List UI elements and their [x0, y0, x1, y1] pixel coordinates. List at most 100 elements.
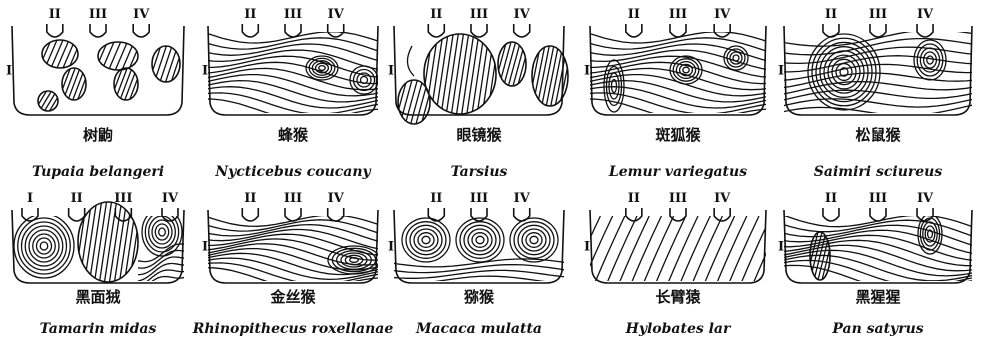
scientific-name: Tupaia belangeri: [32, 164, 164, 180]
digit-label: II: [628, 191, 640, 206]
digit-cusp: [670, 24, 686, 37]
chinese-name: 眼镜猴: [456, 126, 502, 144]
digit-label: III: [470, 7, 488, 22]
scientific-name: Saimiri sciureus: [814, 164, 943, 180]
digit-cusp: [870, 24, 886, 37]
digit-cusp: [285, 208, 301, 221]
scientific-name: Nycticebus coucany: [214, 164, 371, 180]
digit-label: II: [430, 7, 442, 22]
digit-label: II: [825, 191, 837, 206]
digit-label: III: [869, 191, 887, 206]
digit-label: IV: [328, 191, 345, 206]
digit-cusp: [242, 24, 258, 37]
side-label: I: [778, 64, 784, 79]
digit-label: II: [244, 7, 256, 22]
digit-cusp: [133, 24, 149, 37]
side-label: I: [584, 240, 590, 255]
digit-cusp: [514, 208, 530, 221]
digit-label: III: [470, 191, 488, 206]
digit-cusp: [242, 208, 258, 221]
digit-cusp: [22, 208, 38, 221]
digit-cusp: [428, 208, 444, 221]
digit-label: IV: [714, 191, 731, 206]
digit-label: III: [669, 7, 687, 22]
digit-label: III: [89, 7, 107, 22]
scientific-name: Hylobates lar: [625, 321, 732, 337]
digit-cusp: [870, 208, 886, 221]
digit-cusp: [471, 208, 487, 221]
chinese-name: 黑面狨: [75, 288, 120, 306]
chinese-name: 长臂猿: [655, 288, 701, 306]
digit-cusp: [47, 24, 63, 37]
chinese-name: 猕猴: [464, 288, 495, 306]
digit-label: IV: [917, 191, 934, 206]
digit-label: III: [869, 7, 887, 22]
chinese-name: 松鼠猴: [855, 126, 901, 144]
digit-cusp: [714, 24, 730, 37]
side-label: I: [388, 64, 394, 79]
digit-label: II: [430, 191, 442, 206]
digit-cusp: [626, 208, 642, 221]
chinese-name: 树鼩: [83, 126, 113, 144]
side-label: I: [388, 240, 394, 255]
digit-label: IV: [133, 7, 150, 22]
digit-cusp: [823, 208, 839, 221]
digit-label: IV: [162, 191, 179, 206]
digit-label: III: [284, 7, 302, 22]
side-label: I: [202, 240, 208, 255]
digit-cusp: [471, 24, 487, 37]
scientific-name: Tarsius: [451, 164, 508, 180]
chinese-name: 蜂猴: [278, 126, 309, 144]
digit-label: IV: [917, 7, 934, 22]
scientific-name: Lemur variegatus: [608, 164, 747, 180]
digit-label: II: [825, 7, 837, 22]
side-label: I: [584, 64, 590, 79]
digit-cusp: [328, 24, 344, 37]
chinese-name: 金丝猴: [269, 288, 316, 306]
digit-cusp: [626, 24, 642, 37]
side-label: I: [202, 64, 208, 79]
digit-cusp: [917, 208, 933, 221]
digit-label: IV: [514, 191, 531, 206]
chinese-name: 黑猩猩: [855, 288, 900, 306]
digit-cusp: [823, 24, 839, 37]
side-label: I: [778, 240, 784, 255]
digit-cusp: [714, 208, 730, 221]
digit-cusp: [428, 24, 444, 37]
side-label: I: [6, 64, 12, 79]
digit-label: II: [49, 7, 61, 22]
digit-label: IV: [714, 7, 731, 22]
digit-label: II: [244, 191, 256, 206]
digit-label: II: [71, 191, 83, 206]
scientific-name: Macaca mulatta: [415, 321, 542, 337]
digit-cusp: [328, 208, 344, 221]
scientific-name: Rhinopithecus roxellanae: [192, 321, 394, 337]
digit-cusp: [514, 24, 530, 37]
digit-cusp: [670, 208, 686, 221]
digit-cusp: [285, 24, 301, 37]
digit-label: III: [284, 191, 302, 206]
digit-label: III: [669, 191, 687, 206]
scientific-name: Pan satyrus: [831, 321, 923, 337]
digit-cusp: [917, 24, 933, 37]
digit-label: III: [114, 191, 132, 206]
digit-label: I: [27, 191, 33, 206]
scientific-name: Tamarin midas: [40, 321, 157, 337]
digit-cusp: [90, 24, 106, 37]
chinese-name: 斑狐猴: [655, 126, 701, 144]
digit-label: II: [628, 7, 640, 22]
digit-label: IV: [328, 7, 345, 22]
digit-cusp: [69, 208, 85, 221]
digit-label: IV: [514, 7, 531, 22]
